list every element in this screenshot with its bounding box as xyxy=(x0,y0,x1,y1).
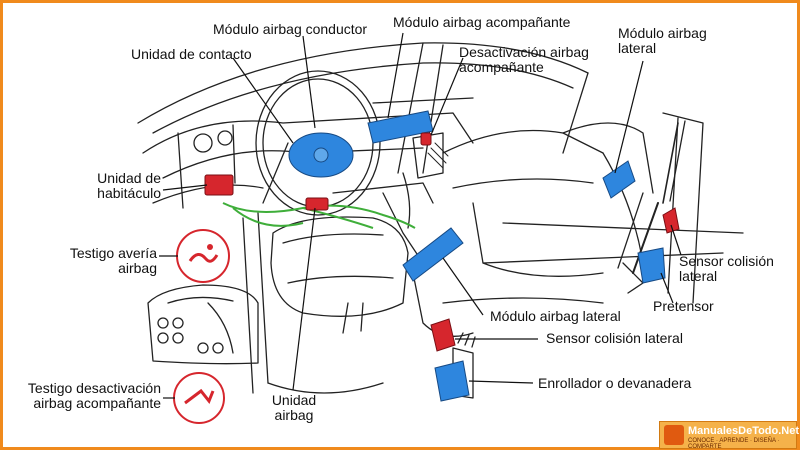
label-sensor-colision-right-line1: Sensor colisión xyxy=(679,253,774,269)
label-unidad-habitaculo-line1: Unidad de xyxy=(97,170,161,186)
leader-lines xyxy=(159,32,682,399)
label-unidad-airbag-line1: Unidad xyxy=(271,392,317,408)
dashboard-outline xyxy=(142,112,474,154)
car-interior-illustration xyxy=(137,32,744,424)
rear-seat xyxy=(442,129,604,154)
label-sensor-colision-bottom: Sensor colisión lateral xyxy=(546,330,683,346)
roof-outline xyxy=(137,42,589,124)
label-unidad-habitaculo-line2: habitáculo xyxy=(97,185,161,201)
label-unidad-airbag-line2: airbag xyxy=(274,407,314,423)
label-testigo-desactivacion-line1: Testigo desactivación xyxy=(27,380,161,396)
rear-headrest xyxy=(562,122,654,194)
label-testigo-averia-line2: airbag xyxy=(118,260,157,276)
lateral-airbag-module-seat xyxy=(402,227,464,282)
driver-seat xyxy=(270,216,409,317)
label-desactivacion-line1: Desactivación airbag xyxy=(459,44,589,60)
lateral-airbag-module-rear xyxy=(602,160,636,199)
label-sensor-colision-right-line2: lateral xyxy=(679,268,718,284)
deactivation-switch xyxy=(420,132,432,146)
label-pretensor: Pretensor xyxy=(653,298,714,314)
deactivation-indicator xyxy=(173,372,225,424)
airbag-unit xyxy=(305,197,329,211)
side-sensor-right xyxy=(662,207,680,234)
label-modulo-lateral-top-line1: Módulo airbag xyxy=(618,25,707,41)
label-modulo-lateral-top-line2: lateral xyxy=(618,40,657,56)
steering-wheel xyxy=(255,70,381,216)
side-sensor-bottom xyxy=(430,318,456,352)
label-modulo-acompanante: Módulo airbag acompañante xyxy=(393,14,571,30)
a-pillar xyxy=(397,42,424,174)
label-modulo-lateral-bottom: Módulo airbag lateral xyxy=(490,308,621,324)
instrument-cluster-inset xyxy=(147,284,259,365)
label-enrollador: Enrollador o devanadera xyxy=(538,375,692,391)
door-edge xyxy=(257,212,269,384)
pretensioner-module xyxy=(637,247,666,284)
label-unidad-contacto: Unidad de contacto xyxy=(131,46,252,62)
watermark-badge: ManualesDeTodo.Net CONOCE · APRENDE · DI… xyxy=(659,421,800,450)
retractor-module xyxy=(434,360,470,402)
watermark-brand: ManualesDeTodo.Net xyxy=(688,425,800,437)
label-modulo-conductor: Módulo airbag conductor xyxy=(213,21,368,37)
label-testigo-averia-line1: Testigo avería xyxy=(69,245,157,261)
logo-icon xyxy=(664,425,684,445)
label-desactivacion-line2: acompañante xyxy=(459,59,544,75)
watermark-tagline: CONOCE · APRENDE · DISEÑA · COMPARTE xyxy=(688,438,780,450)
label-testigo-desactivacion-line2: airbag acompañante xyxy=(33,395,161,411)
passenger-unit-sensor xyxy=(204,174,234,196)
